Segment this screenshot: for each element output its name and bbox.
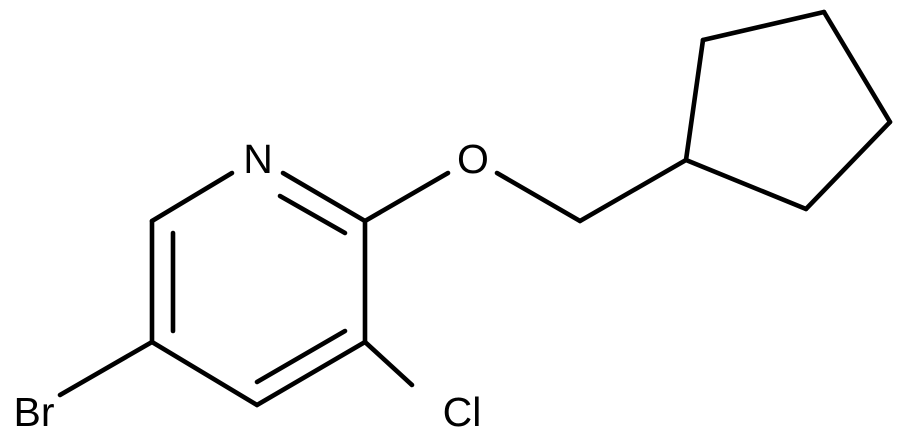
bond-ch2-cyclopentyl bbox=[577, 157, 689, 224]
atom-labels: N O Cl Br bbox=[14, 136, 489, 435]
bond-c4-c5 bbox=[149, 339, 260, 408]
bond-c5-br bbox=[57, 339, 155, 398]
bond-cp4-cp5 bbox=[803, 119, 893, 212]
atom-label-bromine: Br bbox=[14, 389, 55, 435]
bond-n-c2 bbox=[280, 170, 368, 224]
bond-c3-c4 bbox=[254, 339, 368, 408]
bond-cp2-cp3 bbox=[700, 9, 827, 43]
pyridine-ring bbox=[149, 170, 368, 408]
atom-label-oxygen: O bbox=[457, 136, 489, 182]
bond-c3-c4-inner bbox=[254, 328, 348, 385]
bond-cp3-cp4 bbox=[821, 9, 893, 125]
bond-c6-n bbox=[149, 170, 235, 224]
substituent-bonds bbox=[57, 157, 689, 398]
bond-cp1-cp2 bbox=[683, 37, 706, 163]
cyclopentane-ring bbox=[683, 9, 893, 212]
atom-label-nitrogen: N bbox=[243, 136, 273, 182]
bond-n-c2-inner bbox=[277, 193, 348, 236]
bond-c3-cl bbox=[362, 339, 415, 388]
bond-c2-o bbox=[362, 170, 451, 224]
bond-o-ch2 bbox=[494, 170, 583, 224]
bond-cp5-cp1 bbox=[683, 157, 809, 212]
atom-label-chlorine: Cl bbox=[443, 389, 482, 435]
